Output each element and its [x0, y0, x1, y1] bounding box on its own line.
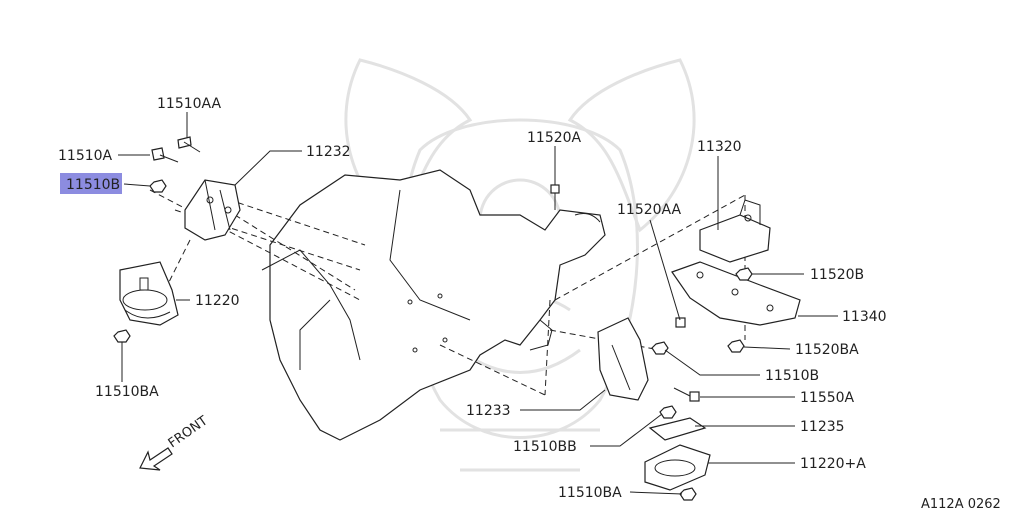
part-label-11220a[interactable]: 11220+A [800, 456, 866, 472]
selected-part-highlight [60, 173, 122, 194]
nut-11510b-right[interactable] [651, 341, 669, 355]
nut-11510b-left[interactable] [149, 179, 167, 193]
transmission-mount-11320[interactable] [699, 199, 771, 263]
part-label-11340[interactable]: 11340 [842, 309, 887, 325]
leader-lines [118, 112, 838, 495]
part-label-11233[interactable]: 11233 [466, 403, 511, 419]
part-label-11510ba-right[interactable]: 11510BA [558, 485, 622, 501]
front-direction-label: FRONT [166, 413, 211, 451]
bolt-11510a[interactable] [151, 147, 179, 163]
engine-mount-insulator-11220[interactable] [119, 261, 179, 326]
plate-11235[interactable] [648, 417, 707, 441]
nut-11510bb[interactable] [659, 405, 677, 419]
part-label-11520a[interactable]: 11520A [527, 130, 582, 146]
part-label-11520ba[interactable]: 11520BA [795, 342, 859, 358]
part-label-11550a[interactable]: 11550A [800, 390, 855, 406]
part-label-11510aa[interactable]: 11510AA [157, 96, 222, 112]
nut-11510ba-left[interactable] [113, 329, 131, 343]
part-label-11510a[interactable]: 11510A [58, 148, 113, 164]
part-label-11235[interactable]: 11235 [800, 419, 845, 435]
part-label-11510b-selected[interactable]: 11510B [66, 177, 120, 193]
crossmember-11340[interactable] [671, 261, 801, 326]
part-label-11220[interactable]: 11220 [195, 293, 240, 309]
nut-11520ba[interactable] [727, 339, 745, 353]
mount-bracket-11233[interactable] [597, 317, 649, 401]
part-label-11320[interactable]: 11320 [697, 139, 742, 155]
bolt-11550a[interactable] [673, 387, 700, 402]
part-label-11520aa[interactable]: 11520AA [617, 202, 682, 218]
bolt-11520aa[interactable] [675, 317, 686, 328]
part-label-11520b[interactable]: 11520B [810, 267, 864, 283]
part-label-11510ba-left[interactable]: 11510BA [95, 384, 159, 400]
front-arrow-icon [139, 447, 173, 471]
nut-11510ba-right[interactable] [679, 487, 697, 501]
part-label-11232[interactable]: 11232 [306, 144, 351, 160]
bolt-11510aa[interactable] [177, 136, 201, 153]
diagram-reference-code: A112A 0262 [921, 497, 1001, 510]
mount-bracket-11232[interactable] [184, 179, 241, 241]
engine-mount-insulator-11220a[interactable] [644, 444, 711, 491]
engine-block [261, 169, 606, 441]
nut-11520b[interactable] [735, 267, 753, 281]
part-label-11510bb[interactable]: 11510BB [513, 439, 577, 455]
part-label-11510b-right[interactable]: 11510B [765, 368, 819, 384]
